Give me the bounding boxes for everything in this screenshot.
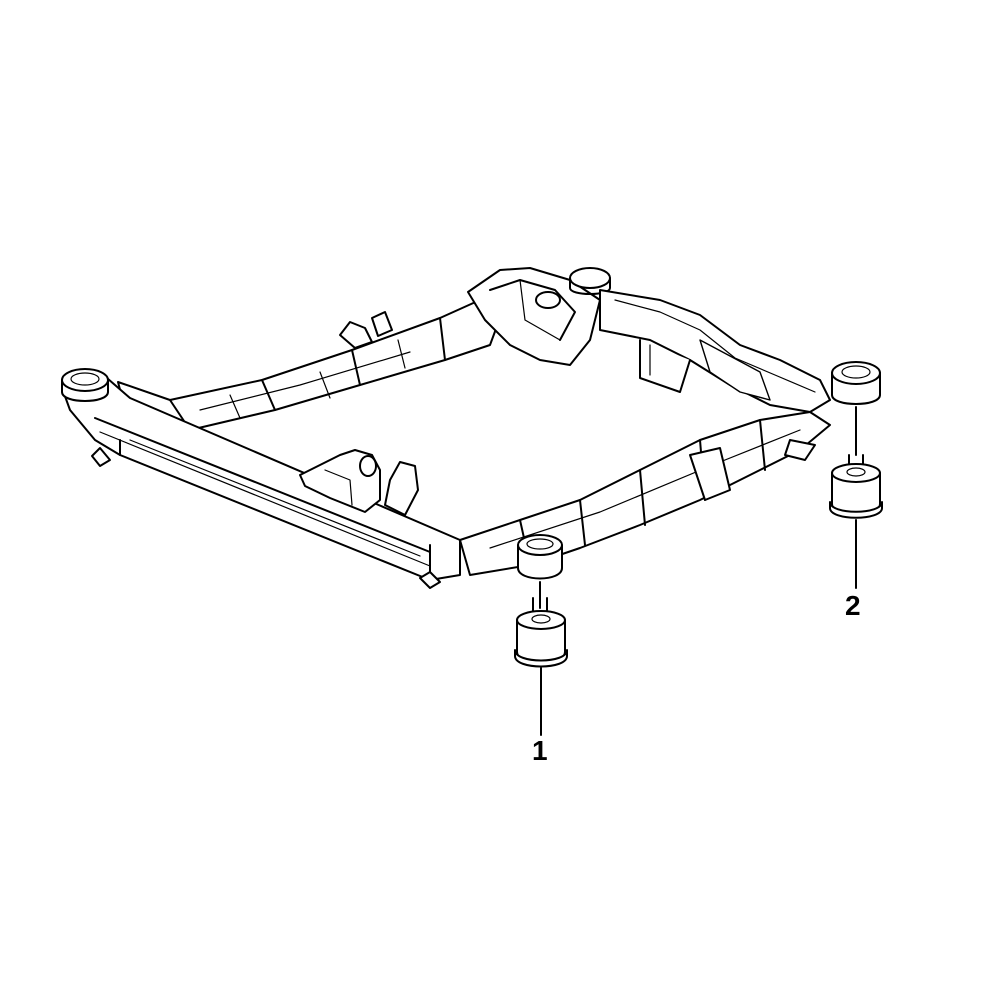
left-rail-bracket <box>339 311 393 349</box>
rear-right-arm <box>599 289 831 413</box>
callout-1-label: 1 <box>532 735 548 766</box>
right-rear-mount-pad <box>831 361 881 405</box>
left-rear-mount-pad <box>61 368 109 402</box>
rear-crossmember-center <box>467 267 611 366</box>
front-right-mount-pad <box>517 534 563 580</box>
front-crossmember <box>61 371 461 589</box>
callout-2-label: 2 <box>845 590 861 621</box>
center-mount-bracket <box>299 449 419 516</box>
bushing-1 <box>514 581 568 668</box>
left-side-rail <box>117 299 501 431</box>
bushing-2 <box>829 406 883 519</box>
right-side-rail <box>459 411 831 576</box>
